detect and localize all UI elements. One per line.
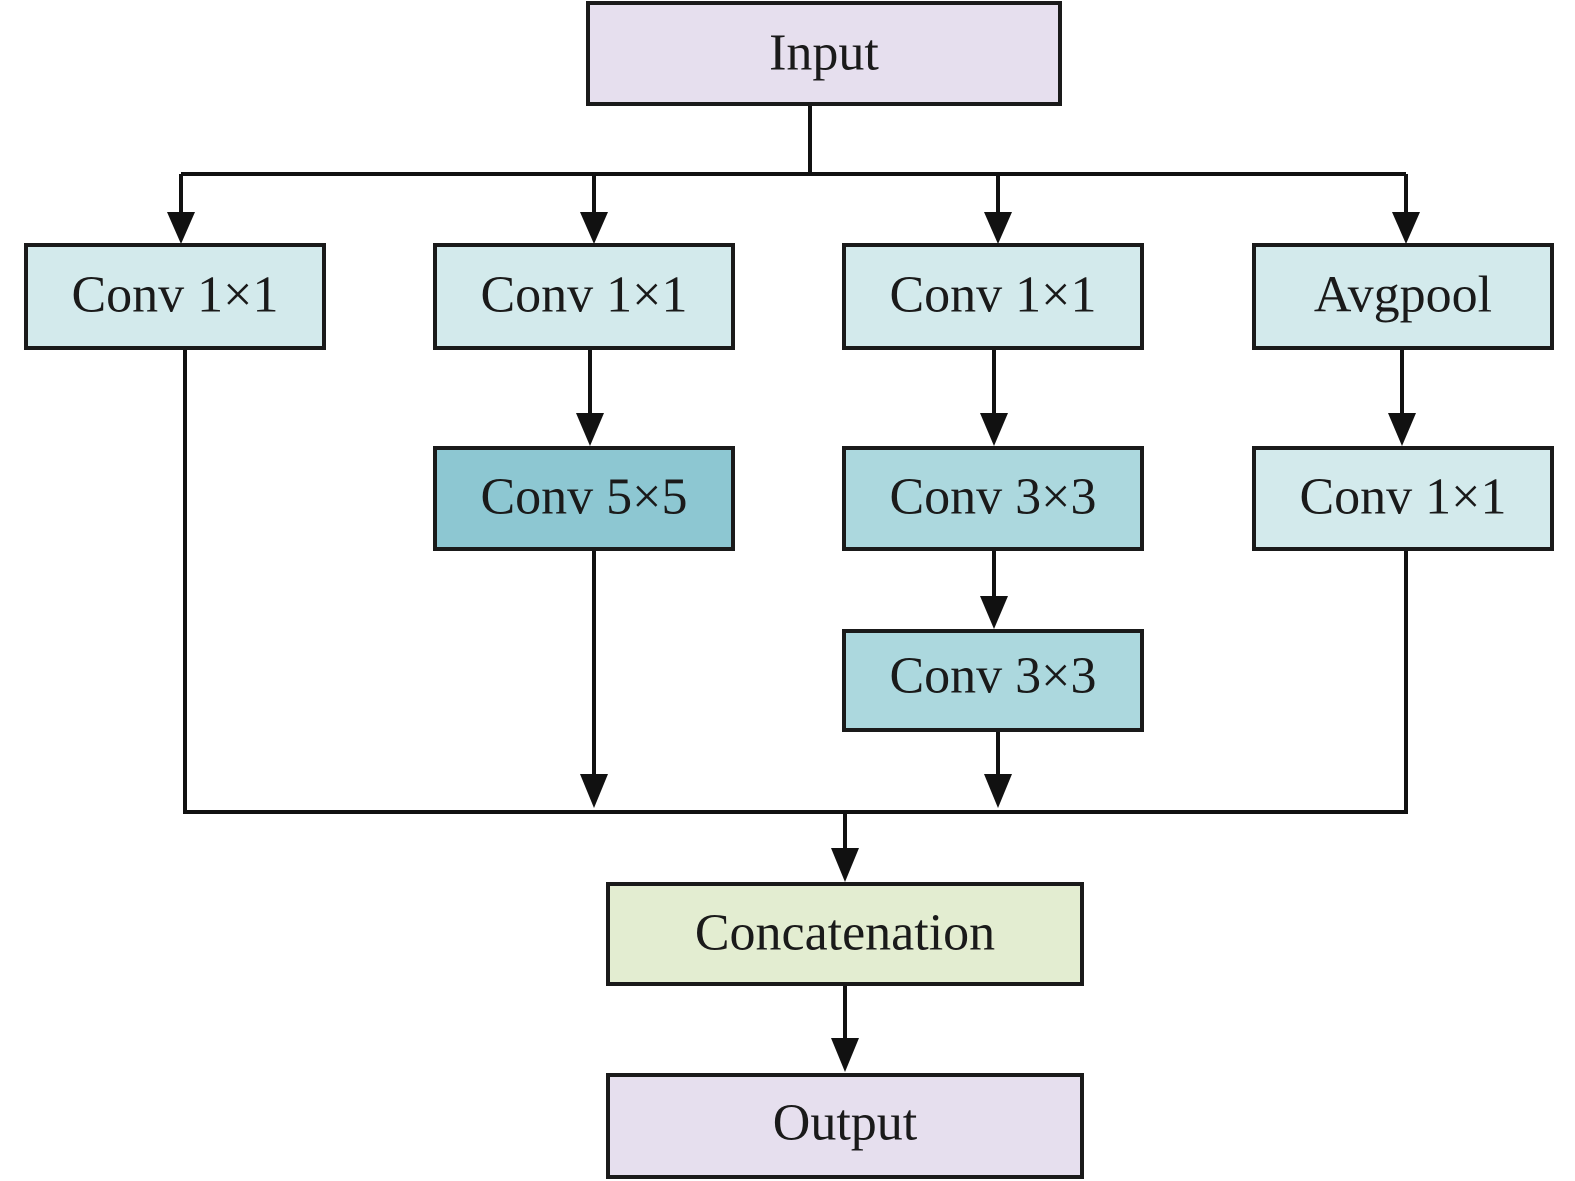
branch4-conv1x1-label: Conv 1×1	[1299, 469, 1506, 526]
arrowhead-b2-conv1	[580, 212, 608, 244]
branch1-conv1x1-node: Conv 1×1	[24, 243, 326, 350]
arrowhead-concat	[831, 848, 859, 882]
arrowhead-b3-conv1	[984, 212, 1012, 244]
input-label: Input	[769, 25, 879, 82]
concatenation-box	[606, 882, 1084, 986]
arrowhead-output	[831, 1038, 859, 1072]
output-node: Output	[606, 1073, 1084, 1179]
branch2-conv1x1-label: Conv 1×1	[480, 267, 687, 324]
branch3-conv1x1-node: Conv 1×1	[842, 243, 1144, 350]
input-box	[586, 1, 1062, 106]
branch4-avgpool-box	[1252, 243, 1554, 350]
branch1-conv1x1-box	[24, 243, 326, 350]
branch4-conv1x1-node: Conv 1×1	[1252, 446, 1554, 551]
edges	[167, 104, 1420, 1072]
output-box	[606, 1073, 1084, 1179]
concatenation-label: Concatenation	[695, 905, 995, 962]
concatenation-node: Concatenation	[606, 882, 1084, 986]
branch2-conv5x5-node: Conv 5×5	[433, 446, 735, 551]
branch3-conv3x3a-label: Conv 3×3	[889, 469, 1096, 526]
branch2-conv5x5-label: Conv 5×5	[480, 469, 687, 526]
branch4-conv1x1-box	[1252, 446, 1554, 551]
edge-b1-to-merge	[183, 348, 1408, 814]
arrowhead-b2-merge	[580, 774, 608, 808]
arrowhead-b4-pool	[1392, 212, 1420, 244]
arrowhead-b4-conv1	[1388, 413, 1416, 446]
input-node: Input	[586, 1, 1062, 106]
branch2-conv1x1-node: Conv 1×1	[433, 243, 735, 350]
output-label: Output	[773, 1095, 918, 1152]
branch3-conv3x3b-label: Conv 3×3	[889, 648, 1096, 705]
branch3-conv3x3a-node: Conv 3×3	[842, 446, 1144, 551]
arrowhead-b3-conv3b	[980, 596, 1008, 629]
arrowhead-b3-merge	[984, 774, 1012, 808]
branch4-avgpool-label: Avgpool	[1314, 267, 1492, 324]
branch3-conv3x3b-box	[842, 629, 1144, 732]
branch2-conv1x1-box	[433, 243, 735, 350]
branch3-conv1x1-label: Conv 1×1	[889, 267, 1096, 324]
arrowhead-b1-conv1	[167, 212, 195, 244]
branch2-conv5x5-box	[433, 446, 735, 551]
branch4-avgpool-node: Avgpool	[1252, 243, 1554, 350]
arrowhead-b3-conv3a	[980, 413, 1008, 446]
branch1-conv1x1-label: Conv 1×1	[71, 267, 278, 324]
branch3-conv1x1-box	[842, 243, 1144, 350]
branch3-conv3x3b-node: Conv 3×3	[842, 629, 1144, 732]
branch3-conv3x3a-box	[842, 446, 1144, 551]
arrowhead-b2-conv5	[576, 413, 604, 446]
